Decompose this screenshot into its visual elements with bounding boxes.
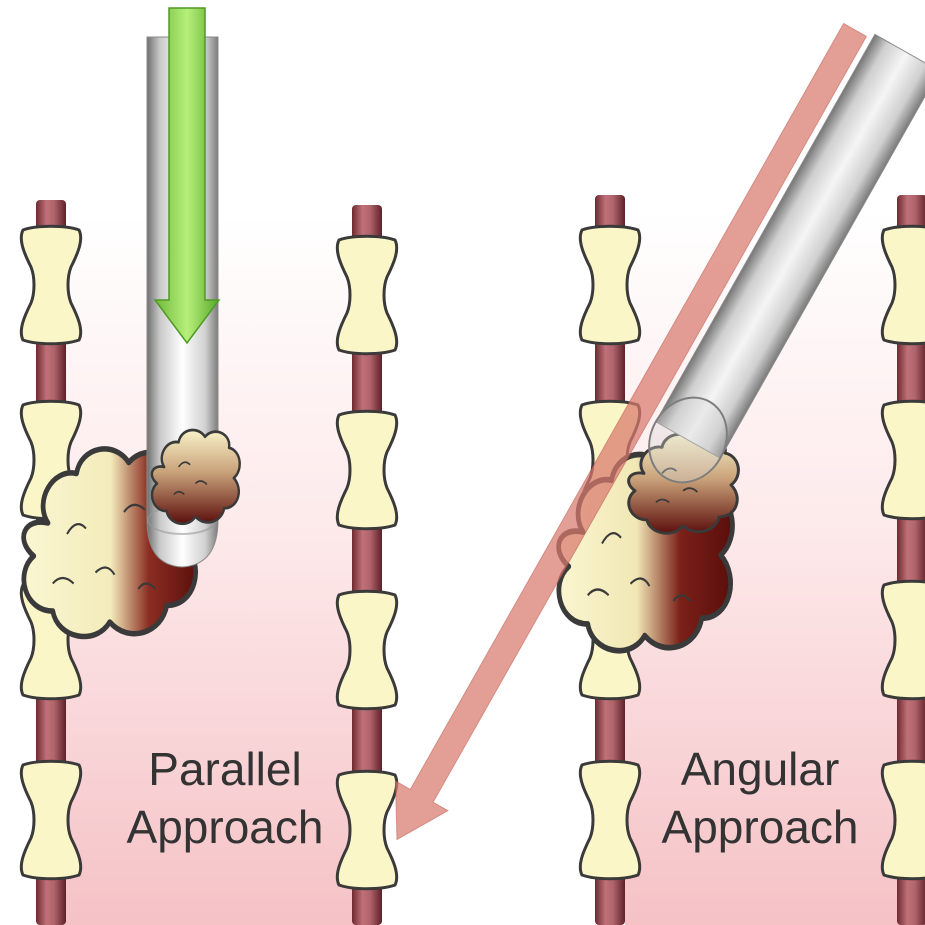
angular-label-line2: Approach bbox=[640, 800, 880, 854]
angular-label-line1: Angular bbox=[640, 742, 880, 796]
parallel-label-line1: Parallel bbox=[105, 742, 345, 796]
parallel-label-line2: Approach bbox=[105, 800, 345, 854]
